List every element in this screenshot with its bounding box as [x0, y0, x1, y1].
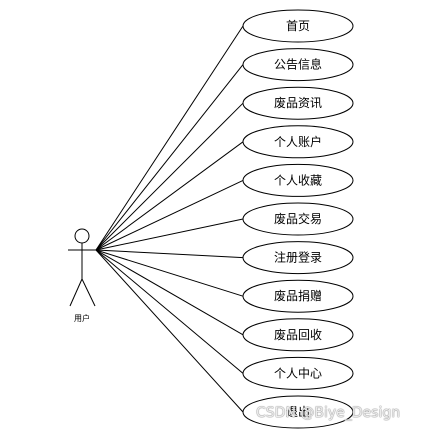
use-case: 废品资讯: [242, 86, 354, 120]
use-case-ellipse: [242, 241, 354, 275]
use-case-ellipse: [242, 125, 354, 159]
use-case-label: 废品捐赠: [274, 288, 322, 303]
actor-left-leg: [69, 278, 83, 307]
actor-label: 用户: [74, 313, 90, 323]
use-case-label: 公告信息: [274, 57, 322, 72]
use-case-label: 废品资讯: [274, 95, 322, 110]
use-case-ellipse: [242, 356, 354, 390]
watermark-text: CSDN @Biye_Design: [256, 405, 401, 421]
association-line: [95, 249, 244, 297]
use-case: 个人收藏: [242, 163, 354, 197]
use-case-label: 废品交易: [274, 211, 322, 226]
use-case-label: 首页: [286, 19, 310, 33]
use-case-ellipse: [242, 395, 354, 429]
use-case-ellipse: [242, 202, 354, 236]
use-case: 个人中心: [242, 356, 354, 390]
association-line: [95, 249, 244, 336]
use-case: 公告信息: [242, 48, 354, 82]
association-line: [95, 249, 244, 413]
actor-head: [74, 228, 90, 244]
use-case-ellipse: [242, 279, 354, 313]
use-case: 注册登录: [242, 241, 354, 275]
use-case-label: 个人账户: [274, 134, 322, 149]
association-line: [95, 249, 244, 259]
use-case-ellipse: [242, 86, 354, 120]
actor-right-leg: [81, 278, 96, 307]
use-case-ellipse: [242, 48, 354, 82]
use-case: 个人账户: [242, 125, 354, 159]
association-line: [95, 25, 244, 251]
association-line: [95, 249, 244, 374]
association-line: [95, 64, 244, 251]
use-case: 首页: [242, 9, 354, 43]
use-case-ellipse: [242, 9, 354, 43]
use-case-ellipse: [242, 163, 354, 197]
use-case: 废品回收: [242, 318, 354, 352]
use-case: 废品捐赠: [242, 279, 354, 313]
use-case: 废品交易: [242, 202, 354, 236]
use-case: 退出: [242, 395, 354, 429]
use-case-ellipse: [242, 318, 354, 352]
association-lines: [95, 25, 244, 413]
use-case-label: 个人中心: [274, 365, 322, 380]
use-case-label: 注册登录: [274, 250, 322, 265]
association-line: [95, 102, 244, 251]
actor-figure: 用户: [68, 228, 96, 323]
use-case-label: 个人收藏: [274, 173, 322, 187]
association-line: [95, 179, 244, 251]
association-line: [95, 141, 244, 251]
use-case-label: 废品回收: [274, 327, 322, 342]
association-line: [95, 218, 244, 251]
use-case-label: 退出: [286, 405, 310, 419]
